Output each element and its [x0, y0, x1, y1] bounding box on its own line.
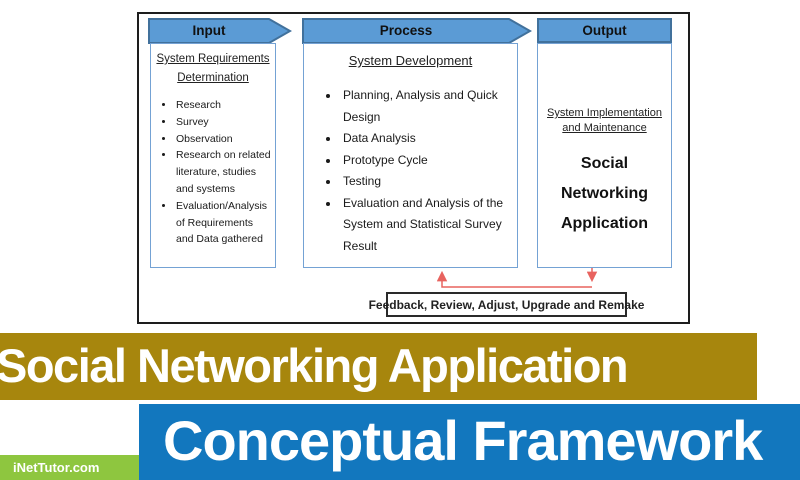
input-header-arrow-icon [148, 18, 292, 44]
process-header-arrow-icon [302, 18, 532, 44]
process-header-label: Process [379, 23, 433, 38]
process-bullet-list: Planning, Analysis and Quick DesignData … [304, 85, 513, 257]
watermark-bar: iNetTutor.com [0, 455, 139, 480]
main-title: Social Networking Application [0, 338, 629, 392]
list-item: Observation [175, 131, 273, 148]
output-header-label: Output [582, 23, 627, 38]
feedback-box: Feedback, Review, Adjust, Upgrade and Re… [369, 292, 644, 317]
process-box: System Development Planning, Analysis an… [303, 43, 518, 268]
list-item: Research [175, 97, 273, 114]
output-title: System Implementation and Maintenance [547, 107, 662, 134]
feedback-loop-arrows-icon [436, 268, 598, 288]
process-title: System Development [348, 53, 473, 68]
output-result-label: Social Networking Application [560, 155, 649, 232]
list-item: Research on related literature, studies … [175, 147, 273, 197]
input-header-label: Input [192, 23, 226, 38]
list-item: Data Analysis [340, 128, 513, 150]
list-item: Testing [340, 171, 513, 193]
feedback-arrow-up-icon [436, 270, 592, 288]
title-banner: Social Networking Application [0, 333, 757, 400]
feedback-label: Feedback, Review, Adjust, Upgrade and Re… [368, 297, 645, 312]
output-header-rect [537, 18, 672, 43]
list-item: Evaluation and Analysis of the System an… [340, 193, 513, 258]
input-title: System Requirements Determination [156, 53, 270, 84]
input-bullet-list: ResearchSurveyObservationResearch on rel… [151, 97, 273, 248]
list-item: Evaluation/Analysis of Requirements and … [175, 198, 273, 248]
list-item: Survey [175, 114, 273, 131]
watermark-text: iNetTutor.com [13, 460, 100, 475]
subtitle: Conceptual Framework [163, 409, 763, 473]
list-item: Prototype Cycle [340, 150, 513, 172]
subtitle-banner: Conceptual Framework [139, 404, 800, 480]
list-item: Planning, Analysis and Quick Design [340, 85, 513, 128]
input-box: System Requirements Determination Resear… [150, 43, 276, 268]
output-box: System Implementation and Maintenance So… [537, 43, 672, 268]
